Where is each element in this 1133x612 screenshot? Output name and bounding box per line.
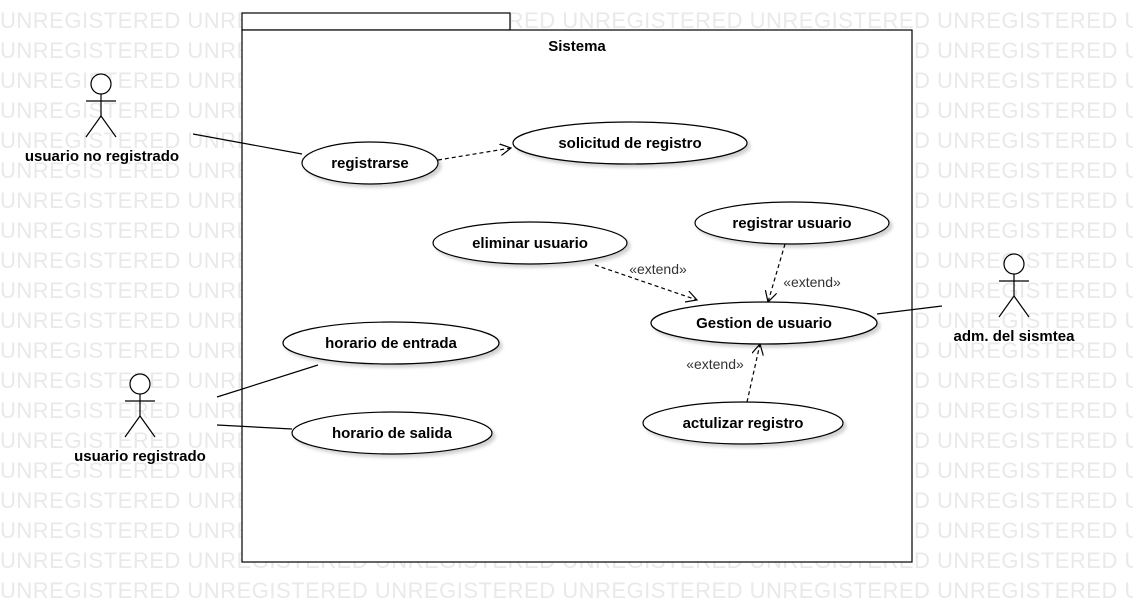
actor-label: usuario no registrado bbox=[25, 148, 179, 165]
actor-label: usuario registrado bbox=[74, 448, 206, 465]
svg-text:eliminar usuario: eliminar usuario bbox=[472, 235, 588, 252]
extend-actualizar-gestion[interactable] bbox=[746, 344, 760, 403]
extend-label-registrar: «extend» bbox=[783, 274, 841, 290]
use-case-solicitud-de-registro[interactable]: solicitud de registro bbox=[512, 121, 748, 165]
use-case-horario-de-entrada[interactable]: horario de entrada bbox=[282, 321, 500, 365]
association-registrado-salida[interactable] bbox=[216, 424, 293, 430]
svg-text:horario de salida: horario de salida bbox=[332, 425, 453, 442]
stick-figure-icon bbox=[124, 373, 156, 438]
extend-registrar-gestion[interactable] bbox=[768, 243, 786, 302]
svg-text:actulizar registro: actulizar registro bbox=[683, 415, 804, 432]
association-admin-gestion[interactable] bbox=[876, 305, 943, 315]
use-case-registrarse[interactable]: registrarse bbox=[301, 141, 439, 185]
association-no-registrado-registrarse[interactable] bbox=[192, 133, 303, 155]
use-case-actulizar-registro[interactable]: actulizar registro bbox=[642, 401, 844, 445]
actor-usuario-registrado[interactable]: usuario registrado bbox=[74, 373, 206, 465]
use-case-gestion-de-usuario[interactable]: Gestion de usuario bbox=[650, 301, 878, 345]
dependency-registrarse-solicitud[interactable] bbox=[437, 148, 511, 161]
association-registrado-entrada[interactable] bbox=[216, 364, 319, 398]
extend-label-eliminar: «extend» bbox=[629, 261, 687, 277]
svg-text:solicitud de registro: solicitud de registro bbox=[558, 135, 701, 152]
stick-figure-icon bbox=[85, 73, 117, 138]
use-case-eliminar-usuario[interactable]: eliminar usuario bbox=[432, 221, 628, 265]
svg-text:Gestion de usuario: Gestion de usuario bbox=[696, 315, 832, 332]
extend-eliminar-gestion[interactable] bbox=[594, 264, 697, 300]
actor-label: adm. del sismtea bbox=[954, 328, 1076, 345]
svg-text:registrarse: registrarse bbox=[331, 155, 409, 172]
system-boundary[interactable]: Sistema bbox=[241, 12, 913, 563]
use-case-horario-de-salida[interactable]: horario de salida bbox=[291, 411, 493, 455]
svg-text:registrar usuario: registrar usuario bbox=[732, 215, 851, 232]
stick-figure-icon bbox=[998, 253, 1030, 318]
actor-adm-del-sismtea[interactable]: adm. del sismtea bbox=[954, 253, 1076, 345]
system-title: Sistema bbox=[548, 38, 606, 55]
use-case-registrar-usuario[interactable]: registrar usuario bbox=[694, 201, 890, 245]
extend-label-actualizar: «extend» bbox=[686, 356, 744, 372]
actor-usuario-no-registrado[interactable]: usuario no registrado bbox=[25, 73, 179, 165]
svg-text:horario de entrada: horario de entrada bbox=[325, 335, 457, 352]
